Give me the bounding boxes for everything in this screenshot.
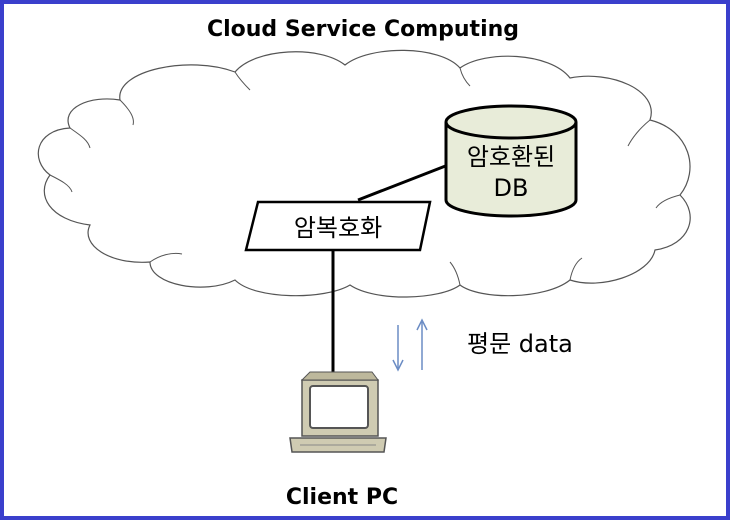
db-connector-line (357, 163, 449, 202)
db-label-line2: DB (494, 174, 529, 202)
crypto-module-label: 암복호화 (294, 214, 382, 242)
client-pc-icon (289, 371, 387, 453)
flow-label: 평문 data (467, 330, 573, 358)
db-label-line1: 암호환된 (467, 143, 555, 171)
db-cylinder: 암호환된 DB (444, 104, 578, 218)
data-flow-arrows (392, 318, 428, 372)
crypto-module: 암복호화 (244, 200, 432, 252)
cloud-shape (37, 49, 691, 298)
client-label: Client PC (286, 485, 398, 510)
diagram-title: Cloud Service Computing (207, 17, 519, 42)
